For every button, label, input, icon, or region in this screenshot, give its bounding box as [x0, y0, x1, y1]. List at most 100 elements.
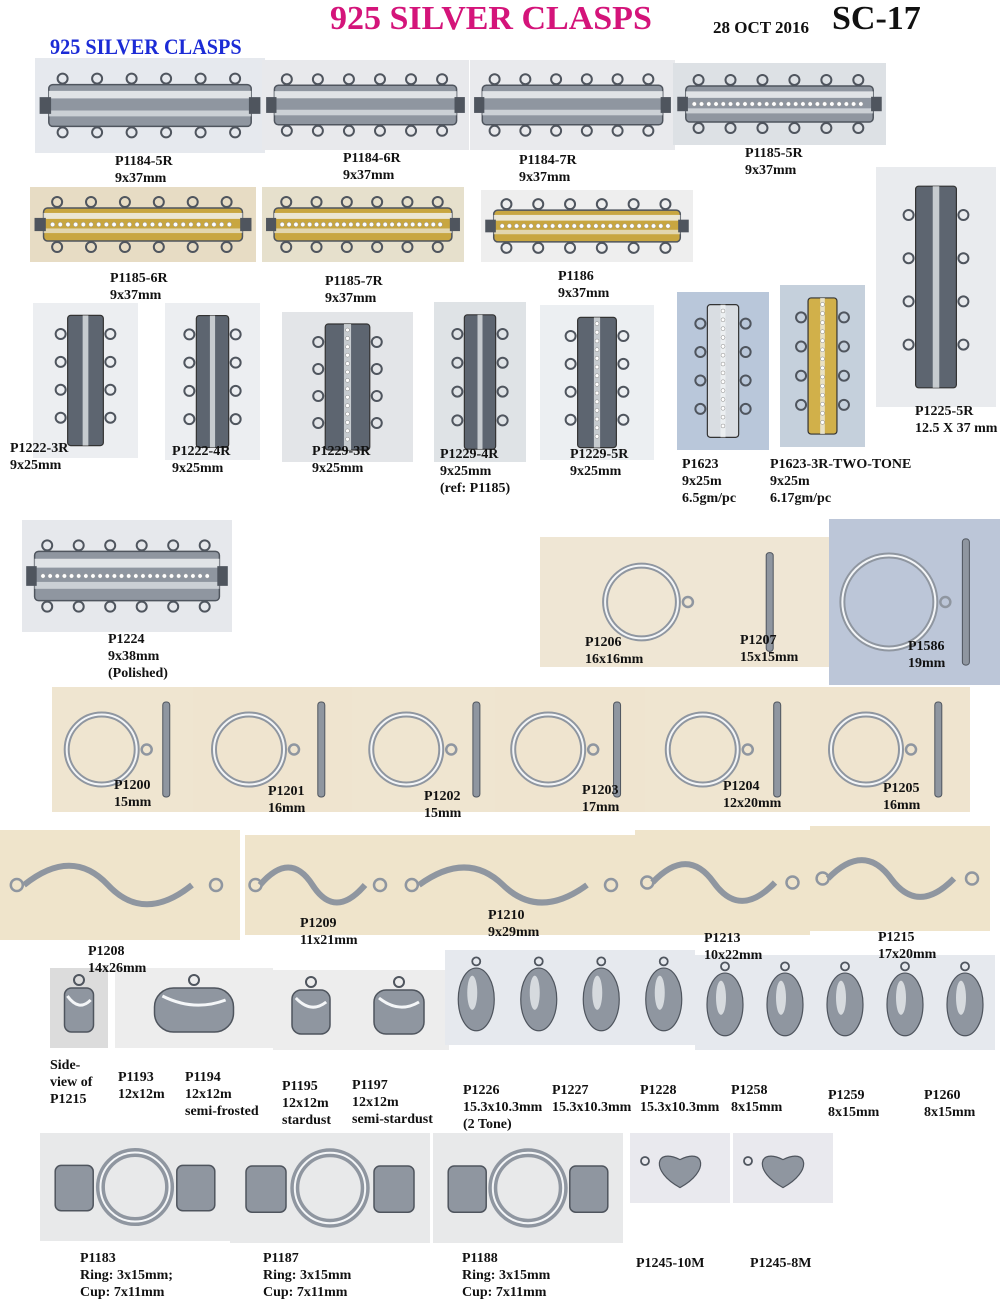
product-label: P1186 9x37mm	[558, 268, 609, 302]
product-spec: 9x37mm	[558, 286, 610, 301]
product-code: P1187	[263, 1251, 299, 1266]
product-code: P1260	[924, 1088, 961, 1103]
product-code: P1586	[908, 639, 945, 654]
product-photo	[481, 190, 693, 262]
product-code: P1193	[118, 1070, 154, 1085]
product-code: P1258	[731, 1083, 768, 1098]
product-photo	[695, 955, 815, 1050]
product-code: P1205	[883, 781, 920, 796]
product-code: P1206	[585, 635, 622, 650]
product-spec: (Polished)	[108, 666, 168, 681]
product-photo	[876, 167, 996, 407]
product-code: P1185-7R	[325, 274, 383, 289]
product-spec: 16mm	[268, 801, 306, 816]
product-photo	[673, 63, 886, 145]
product-spec: 9x25mm	[440, 464, 492, 479]
product-code: P1184-5R	[115, 154, 173, 169]
product-code: P1207	[740, 633, 777, 648]
product-photo	[193, 687, 353, 812]
product-spec: 9x37mm	[110, 288, 162, 303]
product-photo	[349, 970, 449, 1050]
product-code: P1184-7R	[519, 153, 577, 168]
product-code: P1226	[463, 1083, 500, 1098]
product-spec: stardust	[282, 1113, 332, 1128]
product-spec: 15.3x10.3mm	[552, 1100, 632, 1115]
product-code: P1228	[640, 1083, 677, 1098]
product-spec: 11x21mm	[300, 933, 358, 948]
product-code: P1186	[558, 269, 594, 284]
product-spec: 9x25m	[682, 474, 722, 489]
product-spec: 9x25mm	[172, 461, 224, 476]
product-label: P1245-10M	[636, 1255, 704, 1272]
product-code: P1222-3R	[10, 441, 69, 456]
product-code: P1197	[352, 1078, 388, 1093]
product-code: P1245-10M	[636, 1256, 705, 1271]
product-photo	[40, 1133, 230, 1241]
catalog-code: SC-17	[832, 0, 921, 37]
product-photo	[645, 687, 810, 812]
product-spec: 9x25mm	[570, 464, 622, 479]
catalog-date: 28 OCT 2016	[713, 18, 810, 37]
section-subtitle: 925 SILVER CLASPS	[50, 34, 242, 59]
product-photo	[495, 687, 647, 812]
product-code: P1203	[582, 783, 619, 798]
product-spec: 9x29mm	[488, 925, 540, 940]
product-photo	[540, 537, 830, 667]
product-spec: 14x26mm	[88, 961, 147, 976]
product-spec: semi-frosted	[185, 1104, 259, 1119]
product-spec: (2 Tone)	[463, 1117, 512, 1132]
product-code: P1259	[828, 1088, 865, 1103]
product-code: P1204	[723, 779, 760, 794]
product-spec: 8x15mm	[828, 1105, 880, 1120]
product-code: P1188	[462, 1251, 498, 1266]
product-spec: Cup: 7x11mm	[263, 1285, 348, 1300]
product-code: P1194	[185, 1070, 221, 1085]
product-label: P1222-4R 9x25mm	[172, 443, 230, 477]
product-spec: 6.5gm/pc	[682, 491, 737, 506]
product-code: P1201	[268, 784, 305, 799]
product-code: P1229-5R	[570, 447, 629, 462]
product-photo	[273, 970, 349, 1050]
product-code: P1222-4R	[172, 444, 231, 459]
product-photo	[780, 285, 865, 447]
product-code: P1229-4R	[440, 447, 499, 462]
product-photo	[829, 519, 1000, 685]
product-spec: 16mm	[883, 798, 921, 813]
product-photo	[630, 1133, 730, 1203]
product-photo	[470, 60, 675, 150]
product-label: P1245-8M	[750, 1255, 811, 1272]
product-spec: 6.17gm/pc	[770, 491, 832, 506]
product-label: P1201 16mm	[268, 783, 305, 817]
product-code: P1623	[682, 457, 719, 472]
product-code: P1229-3R	[312, 444, 371, 459]
product-spec: view of	[50, 1075, 93, 1090]
product-spec: 9x38mm	[108, 649, 160, 664]
product-photo	[352, 687, 507, 812]
product-spec: 15mm	[114, 795, 152, 810]
product-photo	[165, 303, 260, 460]
product-spec: 9x25m	[770, 474, 810, 489]
product-spec: 12.5 X 37 mm	[915, 421, 998, 436]
product-photo	[245, 835, 395, 935]
product-spec: Ring: 3x15mm	[263, 1268, 352, 1283]
product-label: P1226 15.3x10.3mm (2 Tone)	[463, 1082, 542, 1133]
product-photo	[33, 303, 138, 458]
product-spec: 15.3x10.3mm	[463, 1100, 543, 1115]
product-code: P1202	[424, 789, 461, 804]
